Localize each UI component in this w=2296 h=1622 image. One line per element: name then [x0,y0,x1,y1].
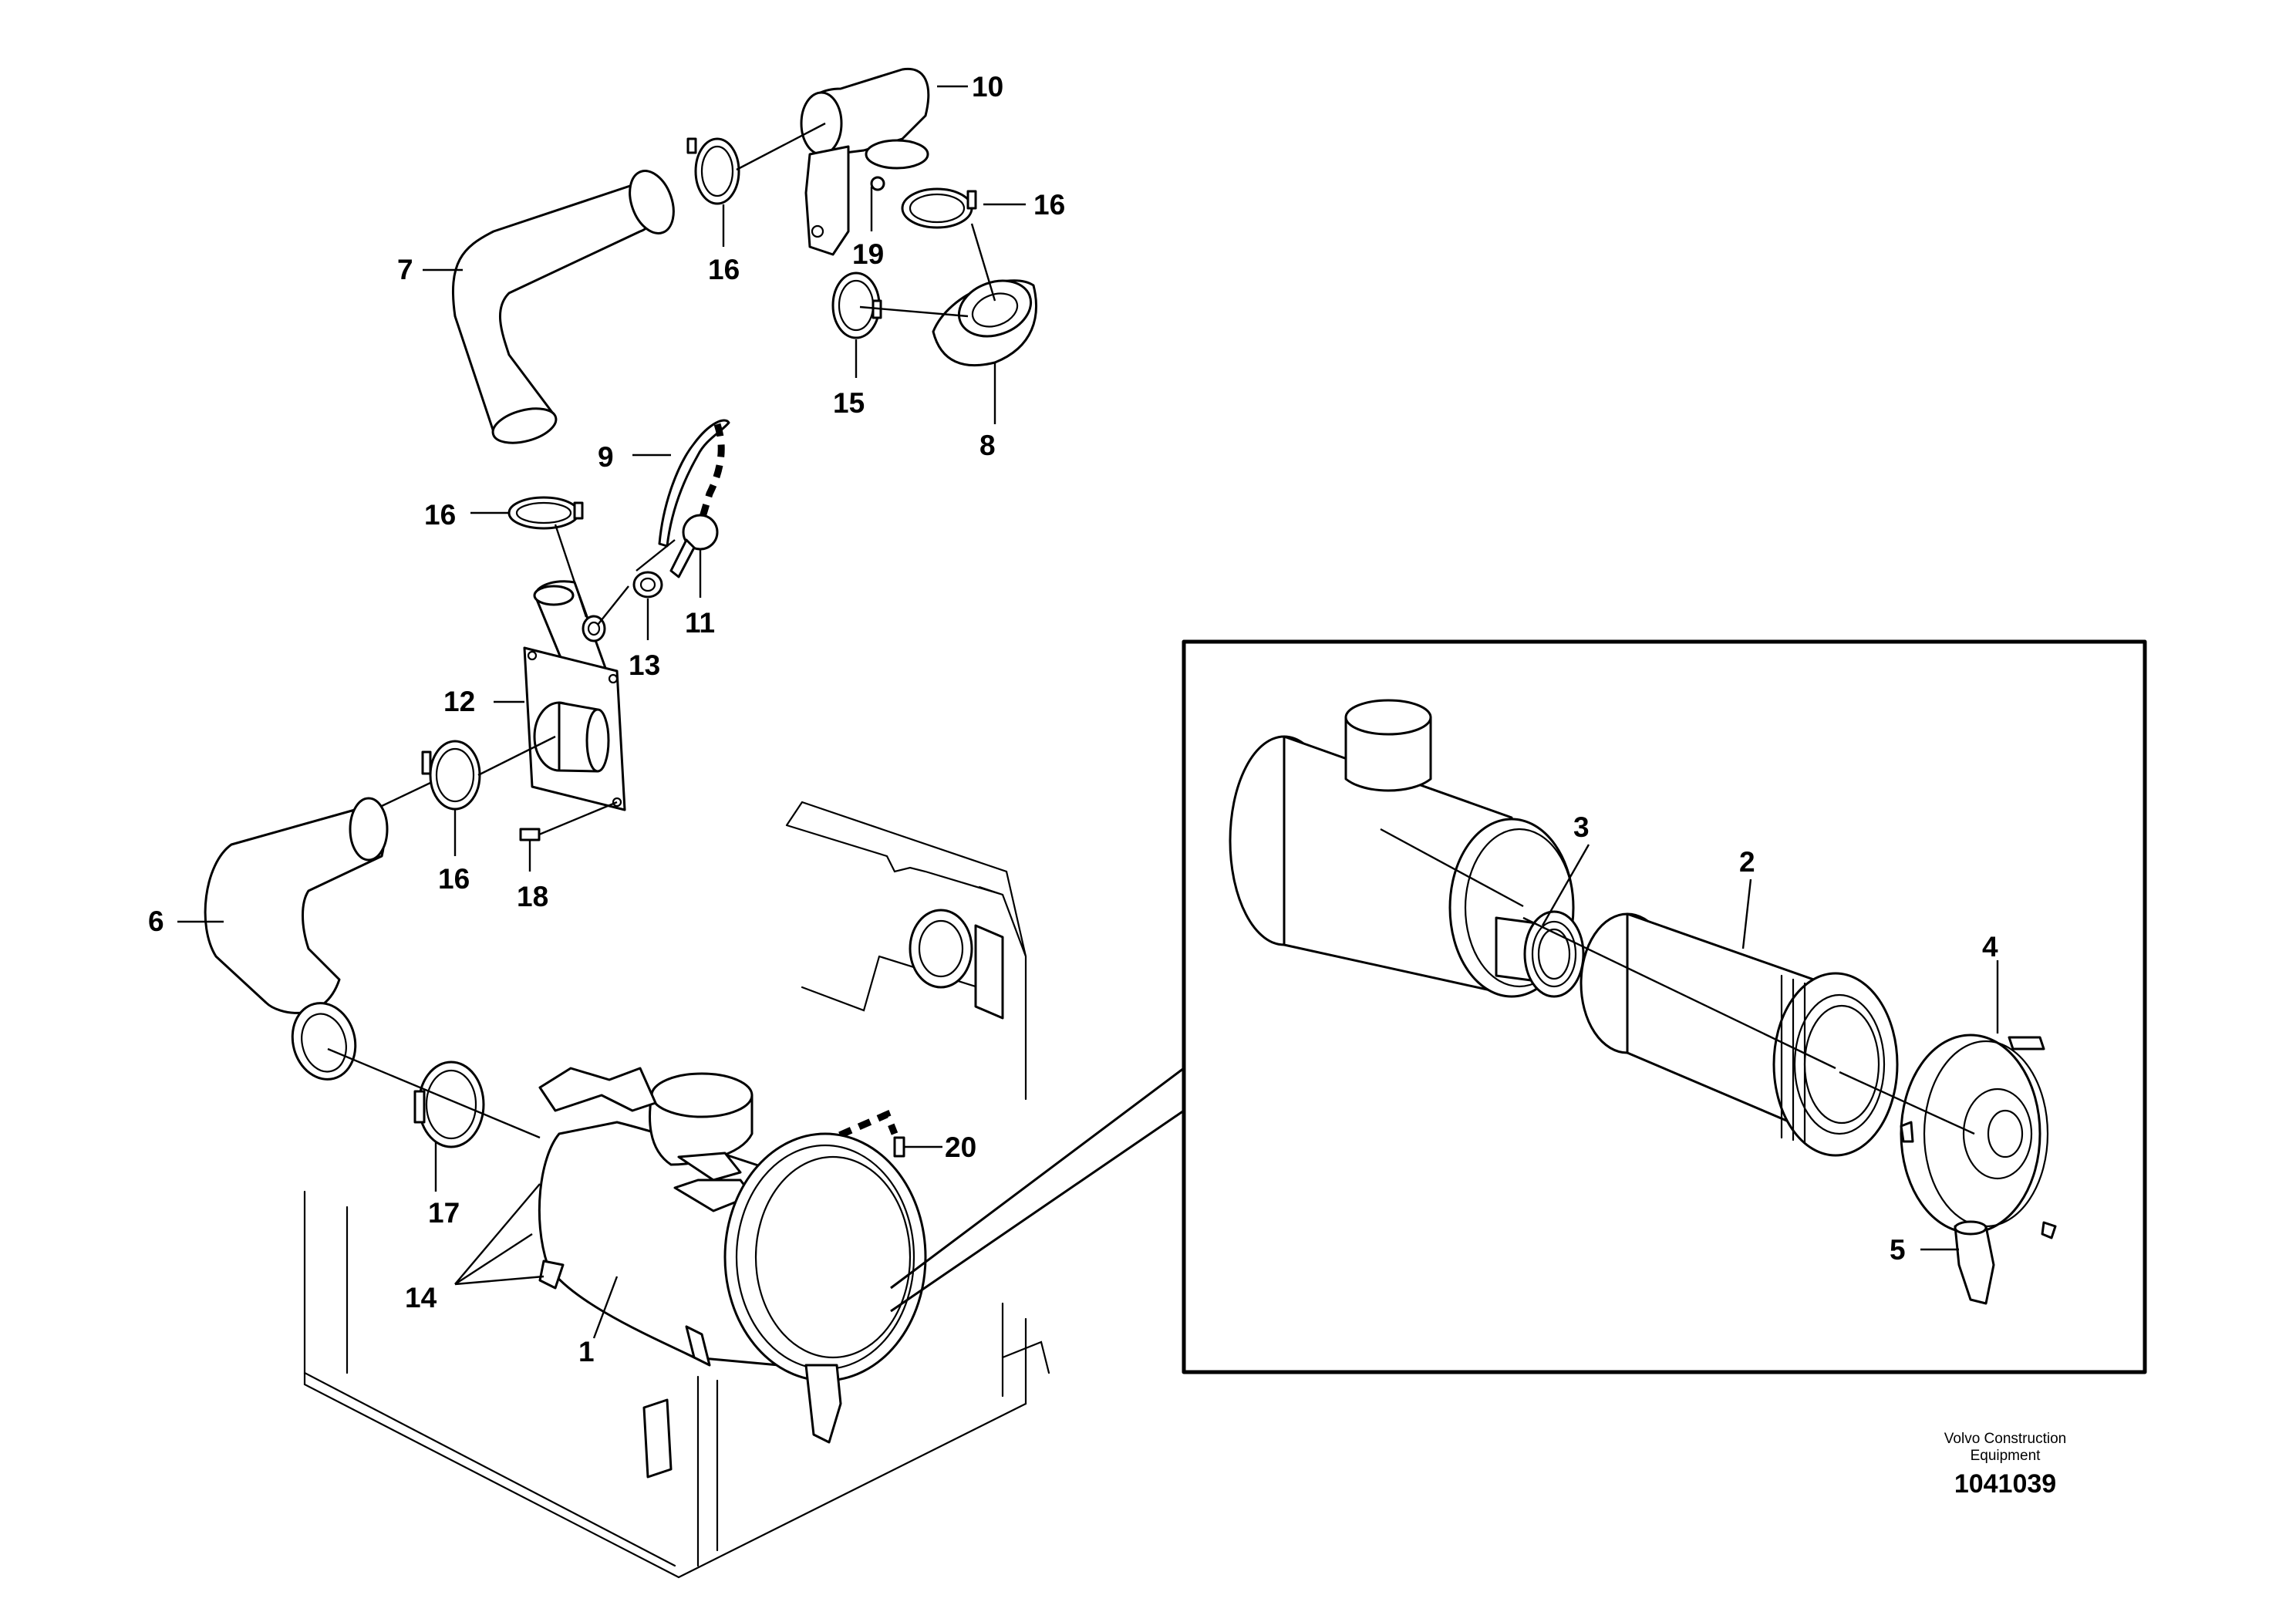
indicator-adapter [632,571,663,599]
callout-16: 16 [708,254,740,285]
hose-clamp [686,137,740,205]
callout-4: 4 [1982,931,1998,963]
hose-clamp [901,187,977,229]
leader-lines [177,85,1999,1339]
callout-5: 5 [1890,1234,1906,1266]
callout-16: 16 [438,863,470,895]
credit-line-1: Volvo Construction [1944,1431,2067,1447]
hose-clamp [413,1061,485,1148]
callout-17: 17 [428,1197,460,1229]
callout-6: 6 [148,905,164,937]
detail-view-frame [890,639,2147,1374]
filter-cover [1900,1034,2057,1239]
callout-8: 8 [979,430,996,461]
callout-19: 19 [852,238,884,270]
callout-12: 12 [443,686,475,717]
callout-3: 3 [1573,811,1590,843]
drawing-number: 1041039 [1954,1469,2057,1499]
air-cleaner-assembly [538,1067,927,1444]
manufacturer-credit: Volvo Construction Equipment [1882,1431,2129,1465]
restriction-indicator [669,514,719,578]
callout-11: 11 [685,607,715,639]
callout-14: 14 [405,1282,437,1313]
callout-10: 10 [972,71,1003,103]
primary-filter-element [1580,912,1899,1157]
callout-20: 20 [945,1131,976,1163]
indicator-hose [658,419,730,548]
callout-18: 18 [517,881,548,912]
bolt [893,1136,905,1158]
outlet-pipe-elbow [800,67,930,256]
callout-16: 16 [424,499,456,531]
hose-clamp [831,271,882,339]
bolt [519,801,618,841]
callout-15: 15 [833,387,865,419]
callout-labels: 10 16 16 19 7 15 8 9 16 11 13 12 16 18 6… [148,71,1998,1367]
credit-line-2: Equipment [1970,1448,2041,1464]
callout-7: 7 [397,254,413,285]
callout-13: 13 [629,649,660,681]
hose-clamp [507,496,584,530]
intake-pipe-elbow [451,170,675,444]
mounting-plate [523,580,626,811]
callout-1: 1 [578,1336,595,1367]
intake-pipe-lower [204,797,389,1081]
machine-frame [303,801,1050,1579]
callout-16: 16 [1033,189,1065,221]
dust-valve [1954,1220,1995,1305]
callout-9: 9 [598,441,614,473]
rubber-reducer [932,279,1037,367]
callout-2: 2 [1739,846,1755,878]
hose-clamp [421,740,481,811]
